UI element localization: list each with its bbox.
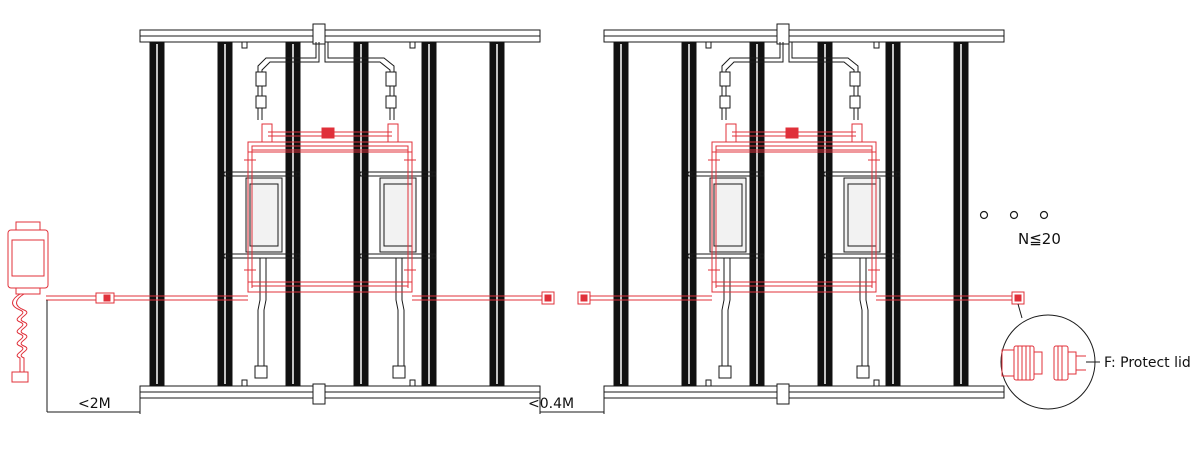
continuation-dots <box>979 210 1049 220</box>
light-bars <box>613 41 969 387</box>
max-count-label: N≦20 <box>1018 230 1061 248</box>
detail-magnifier <box>1000 314 1096 410</box>
fixture-1-cable-frame <box>244 123 416 293</box>
controller-cable-length-label: <2M <box>78 396 111 412</box>
fixture-2-cable-frame <box>708 123 880 293</box>
dimension-lines <box>46 300 605 414</box>
driver-box <box>843 177 881 253</box>
link-cable-length-label: <0.4M <box>528 396 574 412</box>
daisy-chain-cable <box>46 291 1025 305</box>
fixture-1 <box>139 23 541 405</box>
protect-lid-detail <box>1000 303 1100 410</box>
controller-box <box>7 229 49 289</box>
driver-box <box>379 177 417 253</box>
protect-lid-label: F: Protect lid <box>1104 355 1191 371</box>
fixture-2 <box>603 23 1005 405</box>
light-bars <box>149 41 505 387</box>
driver-box <box>709 177 747 253</box>
driver-box <box>245 177 283 253</box>
power-cord <box>12 293 24 372</box>
controller <box>7 221 49 383</box>
